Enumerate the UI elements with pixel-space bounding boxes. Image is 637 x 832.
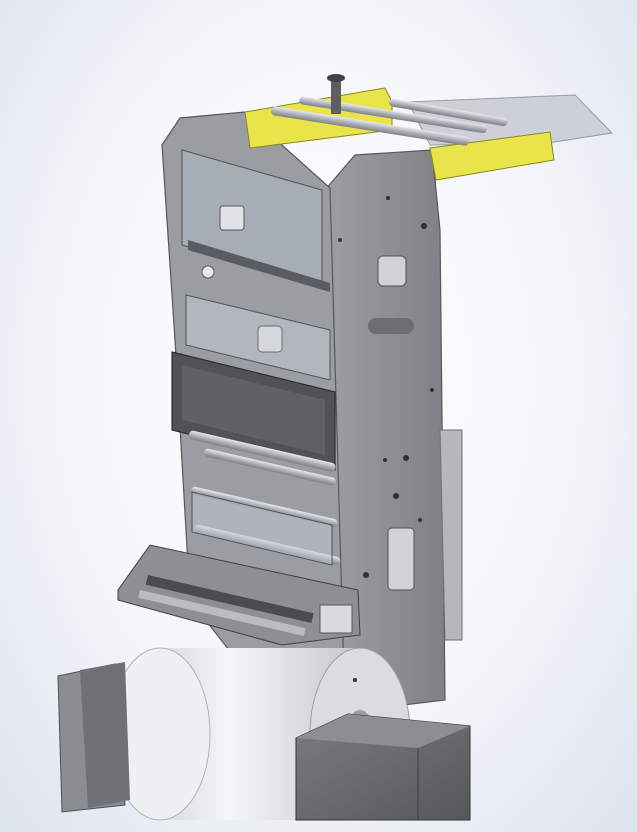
cross-sealing-unit	[117, 544, 361, 646]
side-panel	[439, 429, 463, 641]
top-rollers	[271, 96, 508, 146]
lower-guard-window	[191, 491, 333, 566]
seal-jaw-face	[182, 365, 325, 455]
left-roll-bracket	[57, 662, 130, 813]
inner-roller-housing	[257, 325, 283, 353]
guide-bar	[188, 240, 330, 292]
tension-knob	[327, 74, 345, 114]
lower-frame-slot	[387, 527, 415, 591]
guard-cutout	[219, 205, 245, 231]
frame-bolts	[338, 196, 434, 682]
motor-box	[295, 713, 471, 821]
frame-slot	[377, 255, 407, 287]
side-pin	[368, 318, 414, 334]
